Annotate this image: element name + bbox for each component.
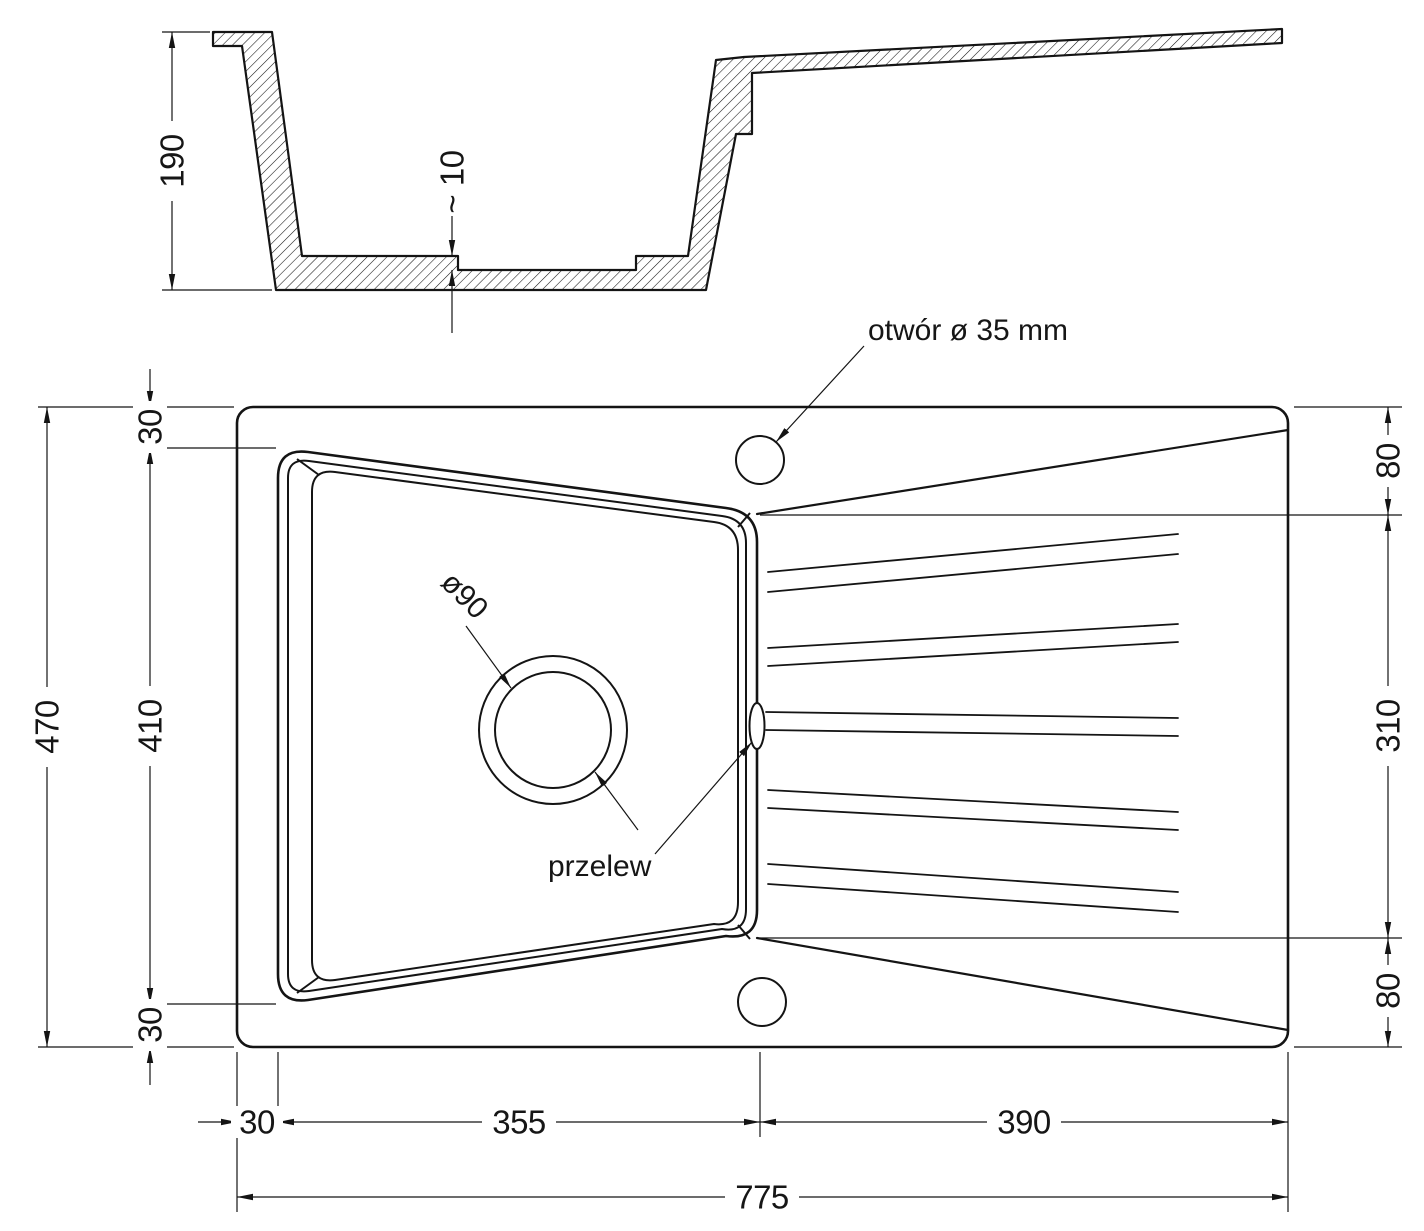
basin-rim-outer (276, 450, 759, 1002)
plan-view (235, 405, 1290, 1049)
dim-section-bottom: ~ 10 (434, 148, 471, 216)
dim-overall-height: 470 (29, 687, 66, 767)
dim-left-inset: 30 (231, 1104, 283, 1141)
drainer-grooves (755, 428, 1290, 1032)
dim-basin-height: 410 (132, 686, 169, 766)
drain-recess-circle (478, 655, 628, 805)
basin-corner-ticks (296, 458, 751, 994)
drain-hole-circle (494, 671, 612, 789)
overflow-slot (748, 702, 766, 750)
svg-text:80: 80 (1370, 443, 1407, 479)
dim-basin-width: 355 (482, 1104, 556, 1141)
svg-text:190: 190 (154, 134, 191, 188)
svg-text:80: 80 (1370, 973, 1407, 1009)
callout-drain-diameter: ø90 (434, 566, 639, 831)
faucet-hole-label: otwór ø 35 mm (868, 314, 1068, 347)
basin-floor (311, 470, 739, 982)
faucet-hole (735, 435, 785, 485)
svg-text:775: 775 (735, 1179, 789, 1216)
svg-text:390: 390 (997, 1104, 1051, 1141)
svg-text:~ 10: ~ 10 (434, 150, 471, 213)
basin-rim-inner (287, 459, 747, 993)
svg-text:30: 30 (239, 1104, 275, 1141)
svg-text:470: 470 (29, 700, 66, 754)
dim-section-depth: 190 (154, 121, 191, 201)
svg-text:30: 30 (132, 1007, 169, 1043)
svg-text:410: 410 (132, 699, 169, 753)
svg-text:30: 30 (132, 409, 169, 445)
sink-outline (235, 405, 1290, 1049)
plan-dimensions: 470 30 410 30 80 (29, 369, 1407, 1216)
dim-top-inset: 30 (132, 401, 169, 453)
callout-overflow: przelew (548, 741, 753, 883)
dim-right-bottom: 80 (1370, 965, 1407, 1017)
overflow-label: przelew (548, 850, 652, 883)
bottom-hole (737, 977, 787, 1027)
dim-right-top: 80 (1370, 435, 1407, 487)
cross-section-view: 190 ~ 10 (154, 27, 1284, 333)
dim-right-middle: 310 (1370, 686, 1407, 766)
dim-drainer-width: 390 (987, 1104, 1061, 1141)
dim-bottom-inset: 30 (132, 999, 169, 1051)
svg-text:310: 310 (1370, 699, 1407, 753)
drain-diameter-label: ø90 (434, 566, 494, 626)
svg-text:355: 355 (492, 1104, 546, 1141)
callout-faucet-hole: otwór ø 35 mm (775, 314, 1068, 443)
dim-overall-width: 775 (725, 1179, 799, 1216)
section-profile (211, 27, 1284, 292)
